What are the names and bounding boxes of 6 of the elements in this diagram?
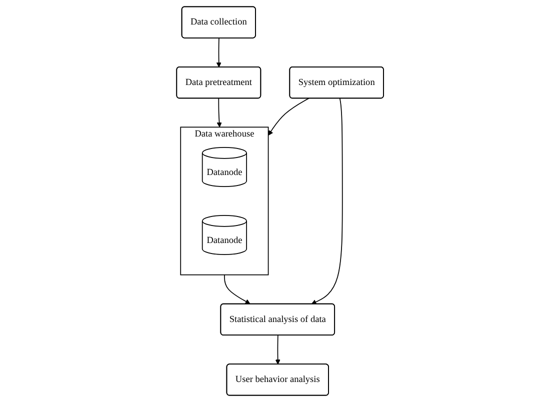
arrow <box>216 98 222 128</box>
arrow <box>268 98 310 136</box>
arrow <box>224 274 250 304</box>
arrow <box>311 98 343 304</box>
arrow <box>275 334 280 365</box>
arrow <box>216 38 222 68</box>
